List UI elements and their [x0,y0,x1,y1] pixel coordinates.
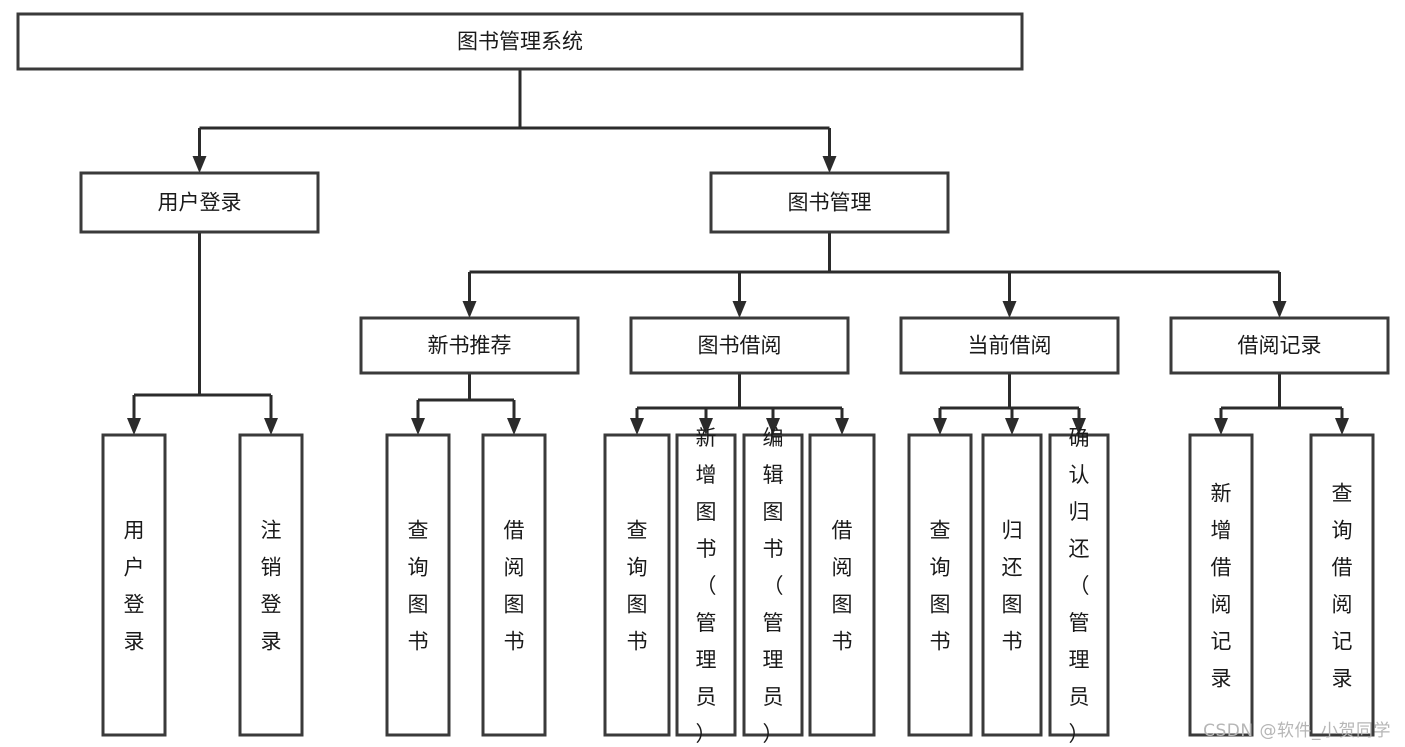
level3-label: 图书借阅 [698,334,782,358]
leaf-box[interactable]: 查询借阅记录 [1309,433,1375,737]
leaf-box[interactable]: 借阅图书 [808,433,876,737]
arrow-head-icon [411,418,425,435]
leaf-box[interactable]: 借阅图书 [481,433,547,737]
arrow-head-icon [933,418,947,435]
arrow-head-icon [1214,418,1228,435]
arrow-head-icon [1335,418,1349,435]
leaf-label: 用户登录 [124,519,145,654]
leaf-box[interactable]: 查询图书 [907,433,973,737]
level2-box[interactable]: 图书管理 [709,171,950,234]
arrow-head-icon [1272,301,1287,318]
leaf-rect[interactable] [1048,433,1110,737]
level3-label: 新书推荐 [428,334,512,358]
leaf-label: 借阅图书 [832,519,853,654]
arrow-head-icon [1072,418,1086,435]
level2-rect[interactable] [79,171,320,234]
leaf-rect[interactable] [603,433,671,737]
leaf-box[interactable]: 注销登录 [238,433,304,737]
level3-rect[interactable] [629,316,850,375]
leaf-box[interactable]: 查询图书 [385,433,451,737]
leaf-box[interactable]: 确认归还（管理员） [1048,426,1110,746]
leaf-rect[interactable] [1309,433,1375,737]
leaf-rect[interactable] [907,433,973,737]
level2-rect[interactable] [709,171,950,234]
arrow-head-icon [127,418,141,435]
arrow-head-icon [822,156,837,173]
leaf-label: 查询图书 [408,519,429,654]
level2-label: 用户登录 [158,191,242,215]
leaf-label: 查询借阅记录 [1332,482,1353,691]
leaf-rect[interactable] [481,433,547,737]
leaf-label: 借阅图书 [504,519,525,654]
leaf-rect[interactable] [675,433,737,737]
leaf-label: 查询图书 [930,519,951,654]
leaf-label: 新增图书（管理员） [696,426,717,746]
root-label: 图书管理系统 [457,30,583,54]
leaf-label: 确认归还（管理员） [1069,426,1090,746]
arrow-head-icon [1002,301,1017,318]
arrow-head-icon [192,156,207,173]
leaf-label: 查询图书 [627,519,648,654]
root-rect[interactable] [16,12,1024,71]
arrow-head-icon [264,418,278,435]
leaf-box[interactable]: 新增图书（管理员） [675,426,737,746]
arrow-head-icon [732,301,747,318]
leaf-rect[interactable] [385,433,451,737]
leaf-rect[interactable] [742,433,804,737]
leaf-rect[interactable] [238,433,304,737]
root-box[interactable]: 图书管理系统 [16,12,1024,71]
leaf-rect[interactable] [981,433,1043,737]
level2-box[interactable]: 用户登录 [79,171,320,234]
leaf-rect[interactable] [808,433,876,737]
leaf-box[interactable]: 新增借阅记录 [1188,433,1254,737]
level3-rect[interactable] [1169,316,1390,375]
arrow-head-icon [766,418,780,435]
watermark-text: CSDN @软件_小贺同学 [1203,721,1391,741]
leaf-label: 新增借阅记录 [1211,482,1232,691]
level3-box[interactable]: 新书推荐 [359,316,580,375]
leaf-label: 注销登录 [261,519,282,654]
leaf-box[interactable]: 用户登录 [101,433,167,737]
connectors-layer [127,69,1349,435]
leaf-box[interactable]: 查询图书 [603,433,671,737]
leaf-rect[interactable] [101,433,167,737]
level3-box[interactable]: 借阅记录 [1169,316,1390,375]
level3-box[interactable]: 图书借阅 [629,316,850,375]
level3-rect[interactable] [359,316,580,375]
arrow-head-icon [1005,418,1019,435]
level3-label: 借阅记录 [1238,334,1322,358]
leaf-label: 编辑图书（管理员） [763,426,784,746]
leaf-box[interactable]: 归还图书 [981,433,1043,737]
arrow-head-icon [630,418,644,435]
arrow-head-icon [507,418,521,435]
leaf-rect[interactable] [1188,433,1254,737]
level3-label: 当前借阅 [968,334,1052,358]
level3-box[interactable]: 当前借阅 [899,316,1120,375]
level2-label: 图书管理 [788,191,872,215]
leaf-box[interactable]: 编辑图书（管理员） [742,426,804,746]
level3-rect[interactable] [899,316,1120,375]
leaf-label: 归还图书 [1002,519,1023,654]
arrow-head-icon [699,418,713,435]
arrow-head-icon [835,418,849,435]
arrow-head-icon [462,301,477,318]
nodes-layer: 图书管理系统用户登录图书管理新书推荐图书借阅当前借阅借阅记录用户登录注销登录查询… [16,12,1390,746]
